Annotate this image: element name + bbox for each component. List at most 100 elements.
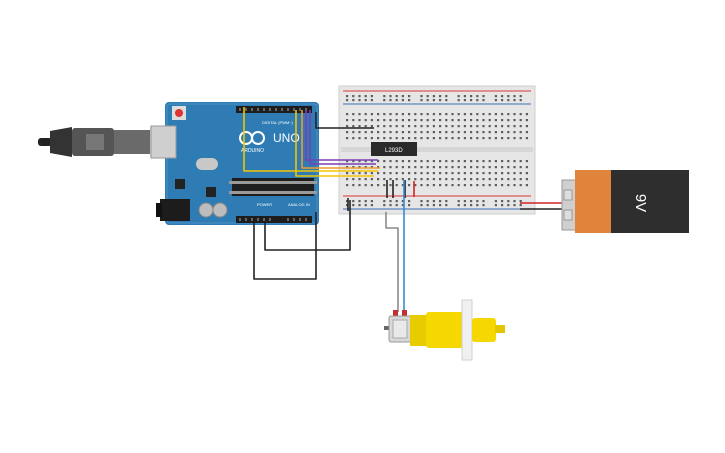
battery-label: 9V [632,194,649,212]
breadboard-hole [401,204,404,207]
breadboard-hole [507,95,510,98]
breadboard-hole [445,172,448,175]
breadboard-hole [426,166,429,169]
breadboard-hole [346,137,349,140]
breadboard-hole [488,131,491,134]
dc-motor-icon[interactable] [384,299,505,361]
breadboard-hole [513,99,516,102]
breadboard-hole [482,99,485,102]
breadboard-hole [352,119,355,122]
breadboard-hole [519,125,522,128]
breadboard-hole [439,113,442,116]
breadboard-hole [494,178,497,181]
breadboard-hole [445,119,448,122]
battery-icon[interactable]: 9V [561,170,689,233]
breadboard-hole [408,160,411,163]
breadboard-hole [439,200,442,203]
breadboard-hole [507,178,510,181]
breadboard-hole [445,178,448,181]
breadboard-hole [426,113,429,116]
breadboard-hole [401,200,404,203]
breadboard-hole [507,160,510,163]
breadboard-hole [389,166,392,169]
breadboard-hole [457,204,460,207]
breadboard-hole [414,184,417,187]
breadboard-hole [432,99,435,102]
breadboard-hole [457,200,460,203]
breadboard-hole [420,178,423,181]
breadboard-hole [401,131,404,134]
breadboard-hole [408,200,411,203]
breadboard-hole [358,200,361,203]
breadboard-hole [488,137,491,140]
breadboard-hole [463,125,466,128]
breadboard-hole [414,125,417,128]
breadboard-hole [346,200,349,203]
driver-ic[interactable]: L293D [371,142,417,156]
breadboard-hole [501,95,504,98]
breadboard-hole [432,160,435,163]
breadboard-hole [346,204,349,207]
breadboard-hole [370,172,373,175]
breadboard-hole [470,172,473,175]
breadboard-hole [470,178,473,181]
breadboard-hole [420,184,423,187]
breadboard-hole [470,131,473,134]
breadboard-hole [476,160,479,163]
breadboard-hole [494,137,497,140]
breadboard-hole [488,184,491,187]
breadboard-hole [426,125,429,128]
wires [243,107,570,312]
wire-black-loop-1 [264,200,351,251]
breadboard-hole [358,113,361,116]
breadboard-hole [451,125,454,128]
breadboard-hole [476,125,479,128]
arduino-board[interactable]: UNO ARDUINO DIGITAL (PWM~) POWER ANALOG … [150,102,319,225]
breadboard-hole [482,200,485,203]
breadboard-hole [395,95,398,98]
breadboard-hole [507,125,510,128]
breadboard-hole [383,160,386,163]
breadboard-hole [401,99,404,102]
breadboard-hole [519,113,522,116]
breadboard-hole [519,137,522,140]
breadboard-hole [383,119,386,122]
breadboard-hole [494,204,497,207]
breadboard-hole [482,125,485,128]
breadboard[interactable] [338,85,536,215]
breadboard-hole [358,166,361,169]
breadboard-hole [482,166,485,169]
breadboard-hole [401,184,404,187]
breadboard-hole [383,178,386,181]
reset-button-icon[interactable] [172,106,186,120]
breadboard-hole [395,172,398,175]
breadboard-hole [377,131,380,134]
breadboard-hole [395,160,398,163]
breadboard-hole [488,119,491,122]
breadboard-hole [358,99,361,102]
breadboard-hole [525,137,528,140]
breadboard-hole [414,113,417,116]
breadboard-hole [377,137,380,140]
breadboard-hole [501,99,504,102]
breadboard-hole [408,184,411,187]
breadboard-hole [432,113,435,116]
breadboard-hole [426,99,429,102]
breadboard-hole [364,137,367,140]
breadboard-hole [494,113,497,116]
breadboard-hole [476,204,479,207]
breadboard-hole [476,178,479,181]
breadboard-hole [476,200,479,203]
breadboard-hole [370,200,373,203]
breadboard-hole [451,137,454,140]
breadboard-hole [389,99,392,102]
breadboard-hole [352,178,355,181]
breadboard-hole [439,137,442,140]
breadboard-hole [370,184,373,187]
breadboard-holes [346,95,528,207]
breadboard-hole [377,125,380,128]
breadboard-hole [470,99,473,102]
breadboard-hole [476,137,479,140]
breadboard-hole [513,178,516,181]
breadboard-hole [432,200,435,203]
